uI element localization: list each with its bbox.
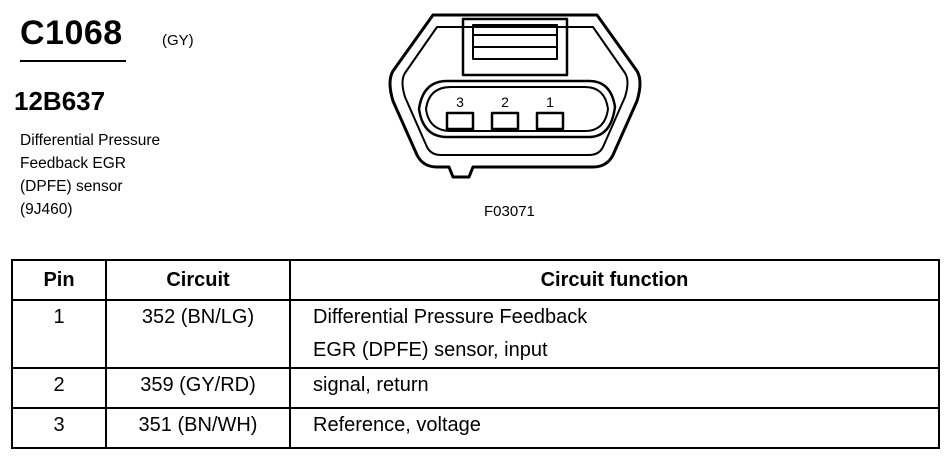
figure-code: F03071 — [484, 203, 535, 220]
pin-2-terminal — [490, 111, 520, 131]
pin-cell: 2 — [11, 367, 107, 409]
function-cell: Differential Pressure Feedback EGR (DPFE… — [289, 299, 940, 369]
connector-outer-shell — [388, 13, 642, 179]
circuit-cell: 359 (GY/RD) — [105, 367, 291, 409]
pin-cell: 1 — [11, 299, 107, 369]
pin-housing — [417, 79, 617, 139]
description-line: (9J460) — [20, 201, 73, 218]
circuit-value: 359 (GY/RD) — [140, 374, 256, 396]
table-row: 1 352 (BN/LG) Differential Pressure Feed… — [11, 299, 940, 369]
locking-tab — [461, 17, 569, 77]
function-text: signal, return — [313, 374, 429, 396]
pin-housing-inner — [425, 86, 609, 132]
column-header-circuit: Circuit — [105, 259, 291, 301]
pin-3-terminal — [445, 111, 475, 131]
function-text: Reference, voltage — [313, 414, 481, 436]
circuit-cell: 352 (BN/LG) — [105, 299, 291, 369]
pinout-table: Pin Circuit Circuit function 1 352 (BN/L… — [11, 259, 940, 449]
locking-tab-inner — [472, 24, 558, 60]
pin-number: 3 — [53, 414, 65, 436]
connector-face-diagram: 3 2 1 — [388, 13, 642, 179]
pin-label: 2 — [501, 94, 509, 110]
description-line: (DPFE) sensor — [20, 178, 123, 195]
function-cell: Reference, voltage — [289, 407, 940, 449]
connector-id: C1068 — [20, 14, 123, 52]
circuit-cell: 351 (BN/WH) — [105, 407, 291, 449]
function-text: EGR (DPFE) sensor, input — [313, 339, 548, 361]
function-text: Differential Pressure Feedback — [313, 306, 588, 328]
pin-label: 1 — [546, 94, 554, 110]
table-row: 3 351 (BN/WH) Reference, voltage — [11, 407, 940, 449]
table-header-row: Pin Circuit Circuit function — [11, 259, 940, 301]
circuit-value: 352 (BN/LG) — [141, 306, 255, 328]
description-line: Feedback EGR — [20, 155, 126, 172]
connector-color-code: (GY) — [162, 32, 194, 49]
pin-1-terminal — [535, 111, 565, 131]
connector-inner-shell — [401, 26, 629, 156]
part-number: 12B637 — [14, 86, 106, 116]
pin-number: 2 — [53, 374, 65, 396]
description-line: Differential Pressure — [20, 132, 161, 149]
pin-label: 3 — [456, 94, 464, 110]
column-header-pin: Pin — [11, 259, 107, 301]
table-row: 2 359 (GY/RD) signal, return — [11, 367, 940, 409]
function-cell: signal, return — [289, 367, 940, 409]
pin-cell: 3 — [11, 407, 107, 449]
pin-number: 1 — [53, 306, 65, 328]
circuit-value: 351 (BN/WH) — [138, 414, 258, 436]
connector-id-underline — [20, 60, 126, 62]
column-header-circuit-function: Circuit function — [289, 259, 940, 301]
